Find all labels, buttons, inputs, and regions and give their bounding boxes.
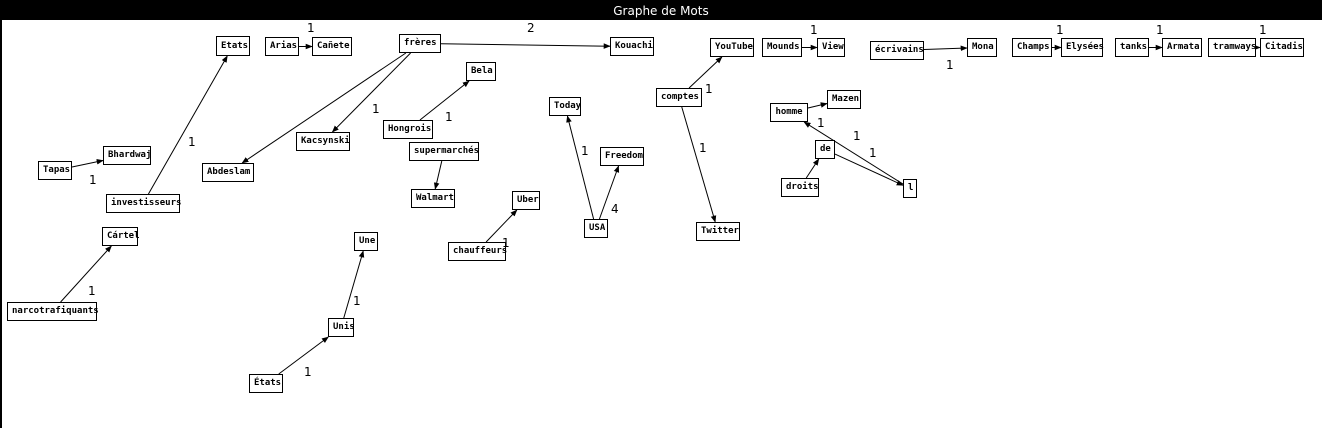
edge-hongrois-to-bela <box>419 80 470 121</box>
window-left-border <box>0 20 2 428</box>
word-node-tapas[interactable]: Tapas <box>38 161 72 180</box>
edge-ecrivains-to-mona <box>923 45 968 52</box>
word-node-youtube[interactable]: YouTube <box>710 38 754 57</box>
edge-unis-to-une <box>343 250 365 319</box>
word-node-mounds[interactable]: Mounds <box>762 38 802 57</box>
word-node-tanks[interactable]: tanks <box>1115 38 1149 57</box>
edge-weight-label: 1 <box>1259 23 1267 37</box>
word-node-unis[interactable]: Unis <box>328 318 355 337</box>
word-node-view[interactable]: View <box>817 38 845 57</box>
word-node-tramways[interactable]: tramways <box>1208 38 1256 57</box>
word-node-elysees[interactable]: Elysées <box>1061 38 1104 57</box>
edge-usa-to-freedom <box>598 165 620 220</box>
edge-weight-label: 1 <box>372 102 380 116</box>
word-node-etats-top[interactable]: Etats <box>216 36 250 56</box>
word-node-champs[interactable]: Champs <box>1012 38 1052 57</box>
word-node-citadis[interactable]: Citadis <box>1260 38 1304 57</box>
edge-weight-label: 1 <box>502 236 510 250</box>
edge-chauffeurs-to-uber <box>485 209 518 243</box>
edge-homme-to-mazen <box>807 102 828 109</box>
edge-comptes-to-twitter <box>681 106 717 223</box>
edge-freres-to-abdeslam <box>241 52 407 164</box>
word-node-bela[interactable]: Bela <box>466 62 496 81</box>
edge-weight-label: 1 <box>699 141 707 155</box>
edge-narco-to-cartel <box>60 245 112 303</box>
edge-weight-label: 1 <box>188 135 196 149</box>
edge-weight-label: 1 <box>307 21 315 35</box>
edge-droits-to-de <box>805 158 820 179</box>
edge-weight-label: 1 <box>853 129 861 143</box>
edge-investisseurs-to-etats-top <box>147 55 228 195</box>
word-node-mona[interactable]: Mona <box>967 38 997 57</box>
word-node-arias[interactable]: Arias <box>265 37 299 56</box>
word-node-supermarches[interactable]: supermarchés <box>409 142 479 161</box>
edge-weight-label: 4 <box>611 202 619 216</box>
edge-etats-bottom-to-unis <box>278 336 329 375</box>
word-node-kouachi[interactable]: Kouachi <box>610 37 654 56</box>
edge-weight-label: 1 <box>581 144 589 158</box>
edge-weight-label: 1 <box>869 146 877 160</box>
word-node-canete[interactable]: Cañete <box>312 37 352 56</box>
edge-weight-label: 1 <box>817 116 825 130</box>
edge-weight-label: 1 <box>810 23 818 37</box>
edge-weight-label: 1 <box>1156 23 1164 37</box>
word-node-usa[interactable]: USA <box>584 219 608 238</box>
word-node-l[interactable]: l <box>903 179 917 198</box>
word-node-bhardwaj[interactable]: Bhardwaj <box>103 146 151 165</box>
edge-freres-to-kacsynski <box>331 52 411 133</box>
word-node-twitter[interactable]: Twitter <box>696 222 740 241</box>
word-node-ecrivains[interactable]: écrivains <box>870 41 924 60</box>
edge-tapas-to-bhardwaj <box>71 159 104 168</box>
edge-supermarches-to-walmart <box>433 160 443 190</box>
edge-weight-label: 1 <box>88 284 96 298</box>
edge-weight-label: 1 <box>304 365 312 379</box>
word-node-comptes[interactable]: comptes <box>656 88 702 107</box>
edge-weight-label: 2 <box>527 21 535 35</box>
edge-weight-label: 1 <box>353 294 361 308</box>
word-node-freres[interactable]: frères <box>399 34 441 53</box>
word-node-narco[interactable]: narcotrafiquants <box>7 302 99 321</box>
word-node-uber[interactable]: Uber <box>512 191 540 210</box>
word-node-abdeslam[interactable]: Abdeslam <box>202 163 254 182</box>
word-node-armata[interactable]: Armata <box>1162 38 1202 57</box>
word-node-de[interactable]: de <box>815 140 835 159</box>
word-node-walmart[interactable]: Walmart <box>411 189 455 208</box>
word-node-hongrois[interactable]: Hongrois <box>383 120 433 139</box>
edge-freres-to-kouachi <box>440 43 611 49</box>
word-node-investisseurs[interactable]: investisseurs <box>106 194 181 213</box>
edge-weight-label: 1 <box>705 82 713 96</box>
window-title: Graphe de Mots <box>613 4 709 18</box>
edge-weight-label: 1 <box>89 173 97 187</box>
edge-weight-label: 1 <box>445 110 453 124</box>
word-node-cartel[interactable]: Cártel <box>102 227 140 246</box>
word-node-une[interactable]: Une <box>354 232 378 251</box>
word-node-droits[interactable]: droits <box>781 178 819 197</box>
word-node-today[interactable]: Today <box>549 97 581 116</box>
word-node-homme[interactable]: homme <box>770 103 808 122</box>
edge-de-to-l <box>834 153 904 186</box>
window-title-bar: Graphe de Mots <box>0 0 1322 20</box>
word-node-mazen[interactable]: Mazen <box>827 90 861 109</box>
edge-comptes-to-youtube <box>688 56 723 89</box>
edge-l-to-homme <box>803 121 904 185</box>
word-node-kacsynski[interactable]: Kacsynski <box>296 132 350 151</box>
edge-weight-label: 1 <box>946 58 954 72</box>
edge-usa-to-today <box>566 115 595 220</box>
word-node-etats-bottom[interactable]: États <box>249 374 283 393</box>
word-node-freedom[interactable]: Freedom <box>600 147 644 166</box>
edge-weight-label: 1 <box>1056 23 1064 37</box>
word-node-chauffeurs[interactable]: chauffeurs <box>448 242 507 261</box>
